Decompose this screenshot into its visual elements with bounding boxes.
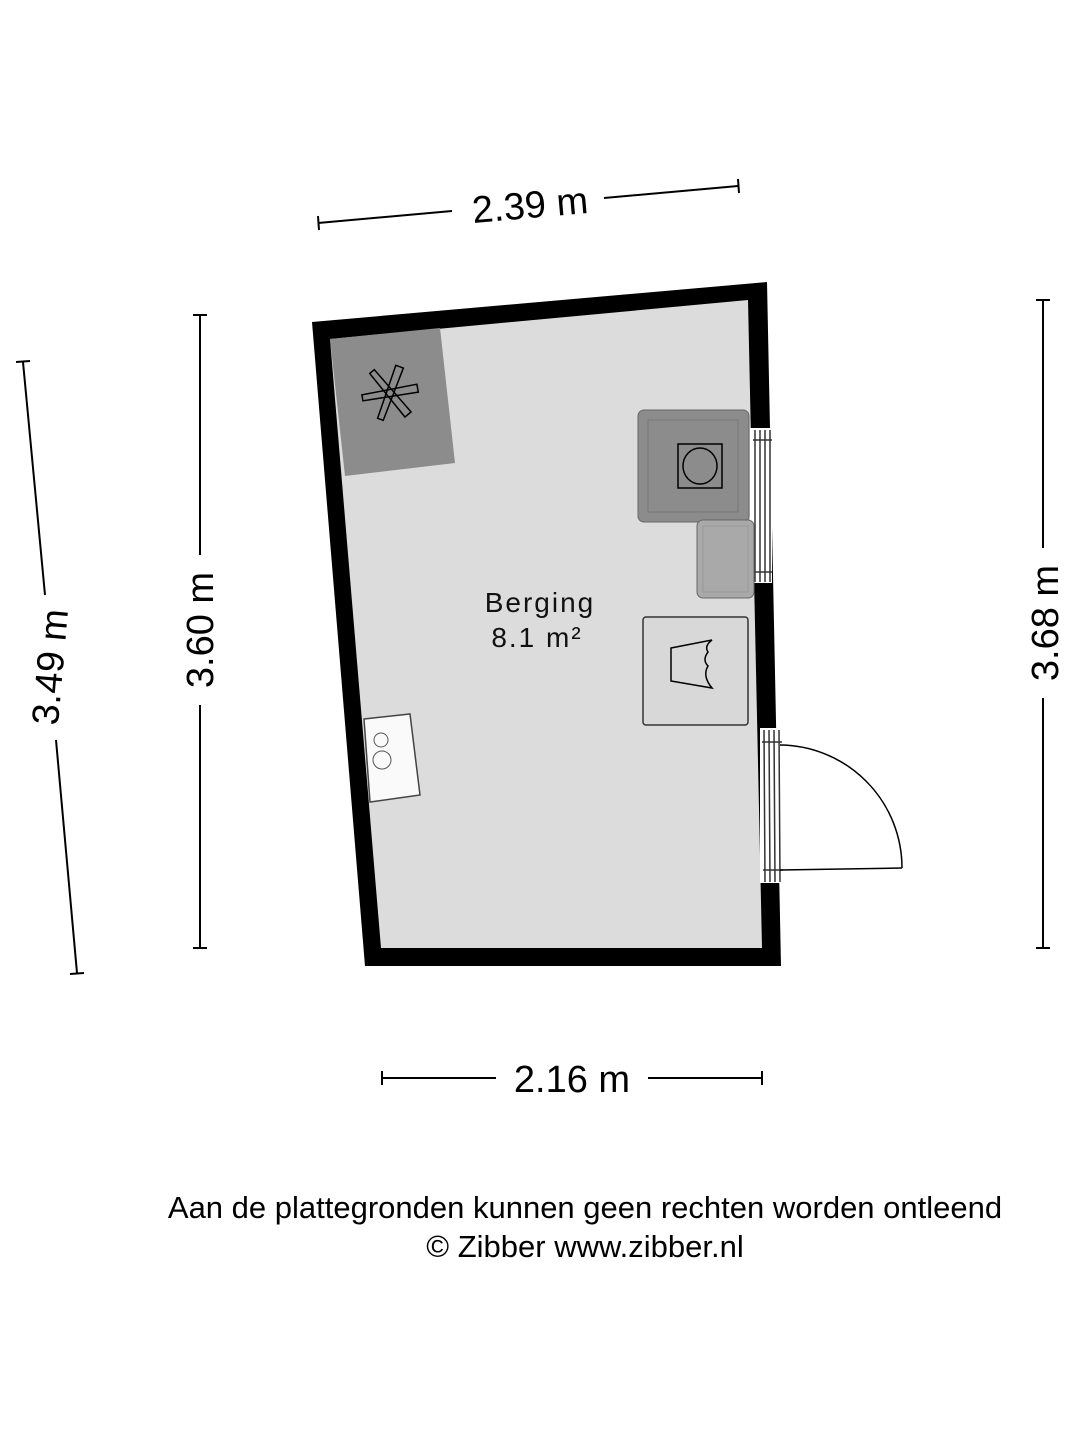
dimension-right: 3.68 m xyxy=(1025,565,1067,681)
dimension-left-outer: 3.49 m xyxy=(25,607,77,726)
dimension-top: 2.39 m xyxy=(470,180,589,232)
room-name: Berging xyxy=(485,587,596,618)
disclaimer: Aan de plattegronden kunnen geen rechten… xyxy=(168,1190,1002,1225)
dimension-bottom: 2.16 m xyxy=(514,1059,630,1101)
heater-fixture xyxy=(330,328,455,476)
dimension-left-inner: 3.60 m xyxy=(180,572,222,688)
dryer xyxy=(642,616,749,726)
boiler xyxy=(363,713,421,803)
sink xyxy=(696,519,755,599)
room-area: 8.1 m² xyxy=(491,622,582,653)
dimension-lines xyxy=(15,178,1050,1085)
door-swing xyxy=(779,744,903,871)
copyright: © Zibber www.zibber.nl xyxy=(426,1229,743,1264)
washing-machine xyxy=(637,409,750,523)
